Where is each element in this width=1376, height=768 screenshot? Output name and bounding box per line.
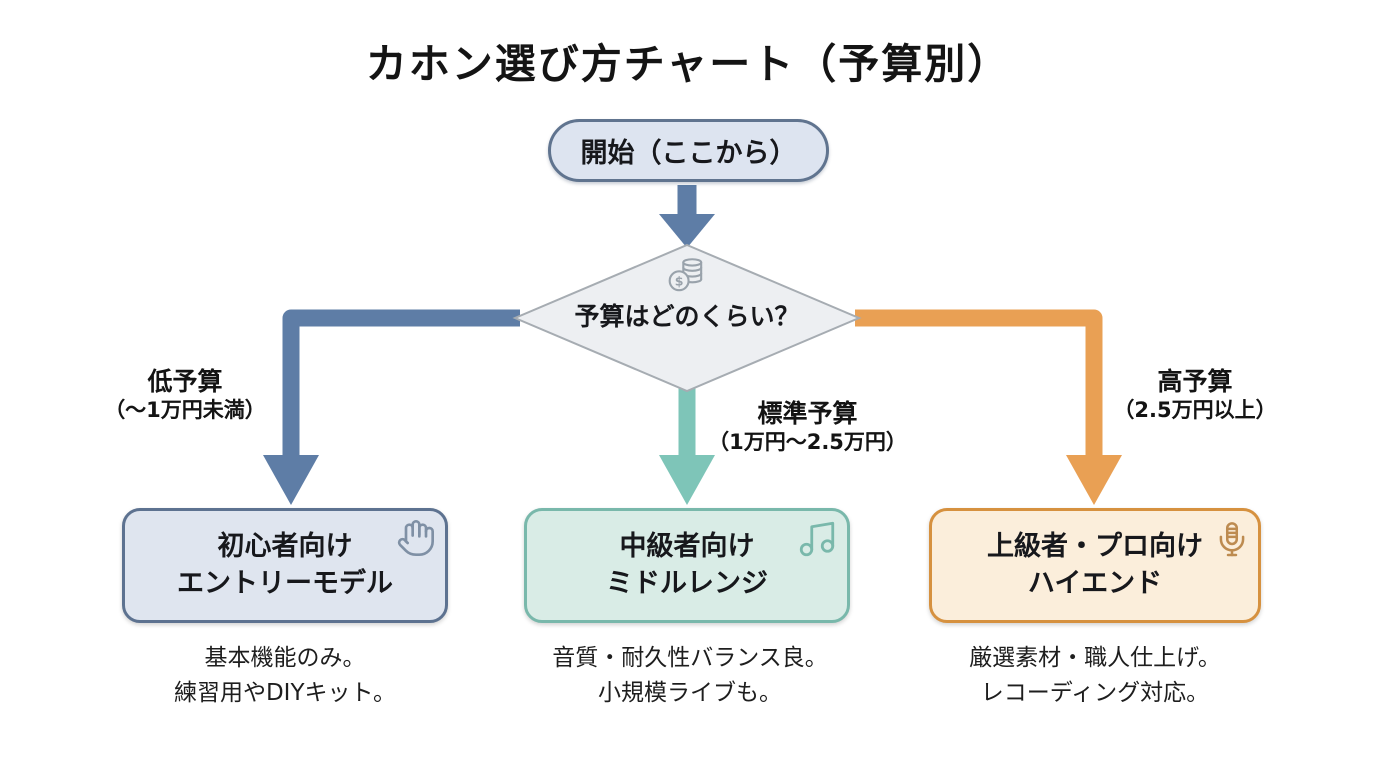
description-beginner: 基本機能のみ。 練習用やDIYキット。 <box>105 641 465 710</box>
result-beginner-line2: エントリーモデル <box>177 567 393 599</box>
branch-label-standard-budget: 標準予算 （1万円〜2.5万円） <box>685 399 930 455</box>
description-intermediate: 音質・耐久性バランス良。 小規模ライブも。 <box>505 641 875 710</box>
description-advanced: 厳選素材・職人仕上げ。 レコーディング対応。 <box>915 641 1275 710</box>
start-node: 開始（ここから） <box>548 119 829 182</box>
branch-label-high-budget: 高予算 （2.5万円以上） <box>1075 367 1315 423</box>
description-advanced-line2: レコーディング対応。 <box>980 679 1210 706</box>
result-beginner-line1: 初心者向け <box>217 531 353 563</box>
branch-mid-title: 標準予算 <box>757 399 858 428</box>
microphone-icon <box>1213 521 1251 569</box>
result-box-advanced: 上級者・プロ向け ハイエンド <box>929 508 1261 623</box>
result-intermediate-line1: 中級者向け <box>619 531 755 563</box>
arrow-branch-high <box>855 309 1122 505</box>
description-beginner-line2: 練習用やDIYキット。 <box>173 679 397 706</box>
result-box-beginner: 初心者向け エントリーモデル <box>122 508 448 623</box>
result-box-intermediate: 中級者向け ミドルレンジ <box>524 508 850 623</box>
branch-low-title: 低予算 <box>147 367 223 396</box>
hand-icon <box>396 518 436 568</box>
music-note-icon <box>796 518 838 570</box>
branch-low-range: （〜1万円未満） <box>104 397 266 422</box>
decision-diamond-shape <box>512 243 862 393</box>
branch-label-low-budget: 低予算 （〜1万円未満） <box>65 367 305 423</box>
arrow-branch-mid <box>659 388 715 505</box>
coins-icon: $ <box>668 258 703 292</box>
result-advanced-line2: ハイエンド <box>1027 567 1163 599</box>
arrow-start-to-decision <box>659 185 715 248</box>
branch-high-range: （2.5万円以上） <box>1113 397 1277 422</box>
description-beginner-line1: 基本機能のみ。 <box>204 645 366 671</box>
decision-node: $ 予算はどのくらい？ <box>515 255 859 380</box>
page-title: カホン選び方チャート（予算別） <box>365 40 1011 88</box>
decision-label: 予算はどのくらい？ <box>574 302 800 331</box>
arrow-branch-low <box>263 309 520 505</box>
result-intermediate-line2: ミドルレンジ <box>606 567 768 599</box>
branch-high-title: 高予算 <box>1157 367 1233 396</box>
svg-text:$: $ <box>675 274 684 289</box>
description-intermediate-line2: 小規模ライブも。 <box>598 679 782 706</box>
branch-mid-range: （1万円〜2.5万円） <box>708 429 907 454</box>
start-node-label: 開始（ここから） <box>580 138 797 169</box>
description-intermediate-line1: 音質・耐久性バランス良。 <box>552 645 828 671</box>
result-advanced-line1: 上級者・プロ向け <box>987 531 1203 563</box>
description-advanced-line1: 厳選素材・職人仕上げ。 <box>969 645 1221 671</box>
